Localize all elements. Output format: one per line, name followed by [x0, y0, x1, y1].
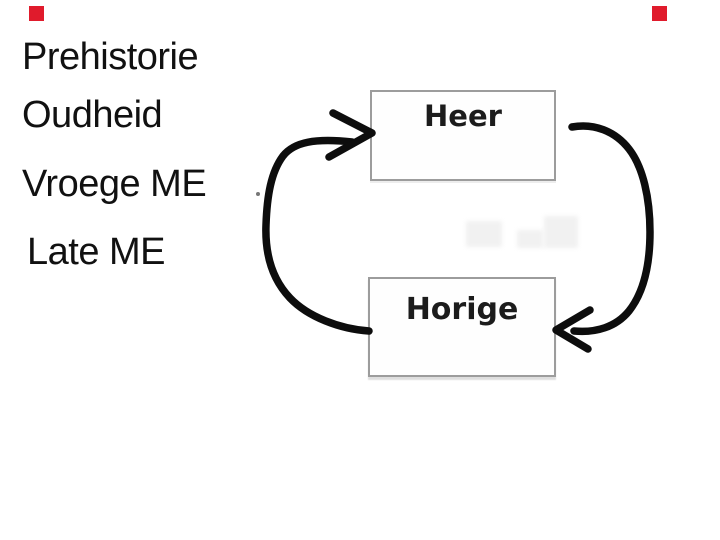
cycle-arrow-right — [568, 122, 654, 336]
ink-speck — [256, 192, 260, 196]
faint-erased-mark — [517, 230, 543, 248]
diagram-node-heer-label: Heer — [424, 99, 502, 133]
faint-erased-mark — [466, 221, 502, 247]
red-marker-left — [29, 6, 44, 21]
diagram-node-horige: Horige — [368, 277, 556, 377]
cycle-arrow-left-head — [325, 109, 376, 161]
diagram-node-heer: Heer — [370, 90, 556, 181]
cycle-arrow-right-head — [552, 306, 594, 353]
timeline-item-prehistorie: Prehistorie — [22, 36, 199, 78]
timeline-item-vroege-me: Vroege ME — [22, 163, 207, 205]
cycle-arrow-left — [262, 136, 373, 335]
timeline-item-late-me: Late ME — [27, 231, 166, 273]
diagram-node-horige-label: Horige — [405, 292, 519, 327]
red-marker-right — [652, 6, 667, 21]
timeline-item-oudheid: Oudheid — [22, 94, 163, 136]
faint-erased-mark — [544, 216, 578, 248]
